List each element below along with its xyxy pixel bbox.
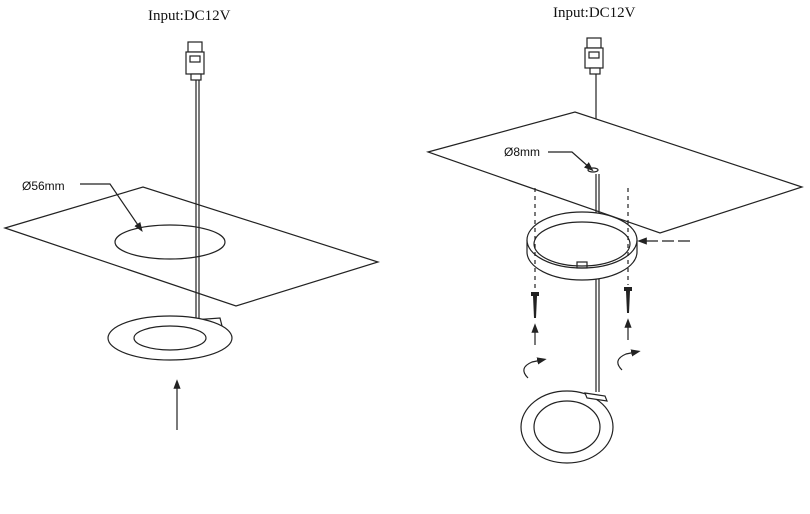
right-rotate-arrow-icon <box>617 349 641 371</box>
right-hole-dimension: Ø8mm <box>504 145 540 159</box>
left-cutout-hole <box>114 224 226 260</box>
right-connector-icon <box>584 37 604 75</box>
left-light-fixture <box>107 315 233 361</box>
right-surface-installation: Input:DC12V Ø8mm <box>425 5 804 464</box>
right-input-label: Input:DC12V <box>553 5 636 21</box>
left-input-label: Input:DC12V <box>148 8 231 24</box>
right-light-fixture <box>520 390 614 464</box>
left-connector-icon <box>185 41 205 81</box>
right-cabinet-panel <box>425 111 804 234</box>
left-recessed-installation: Input:DC12V Ø56mm <box>3 8 380 430</box>
left-dimension-leader <box>80 183 143 232</box>
right-screw-icon <box>624 287 632 313</box>
right-dimension-leader <box>548 151 594 172</box>
left-hole-dimension: Ø56mm <box>22 179 65 193</box>
left-rotate-arrow-icon <box>523 357 547 379</box>
right-mounting-ring <box>526 211 638 281</box>
left-screw-icon <box>531 292 539 318</box>
